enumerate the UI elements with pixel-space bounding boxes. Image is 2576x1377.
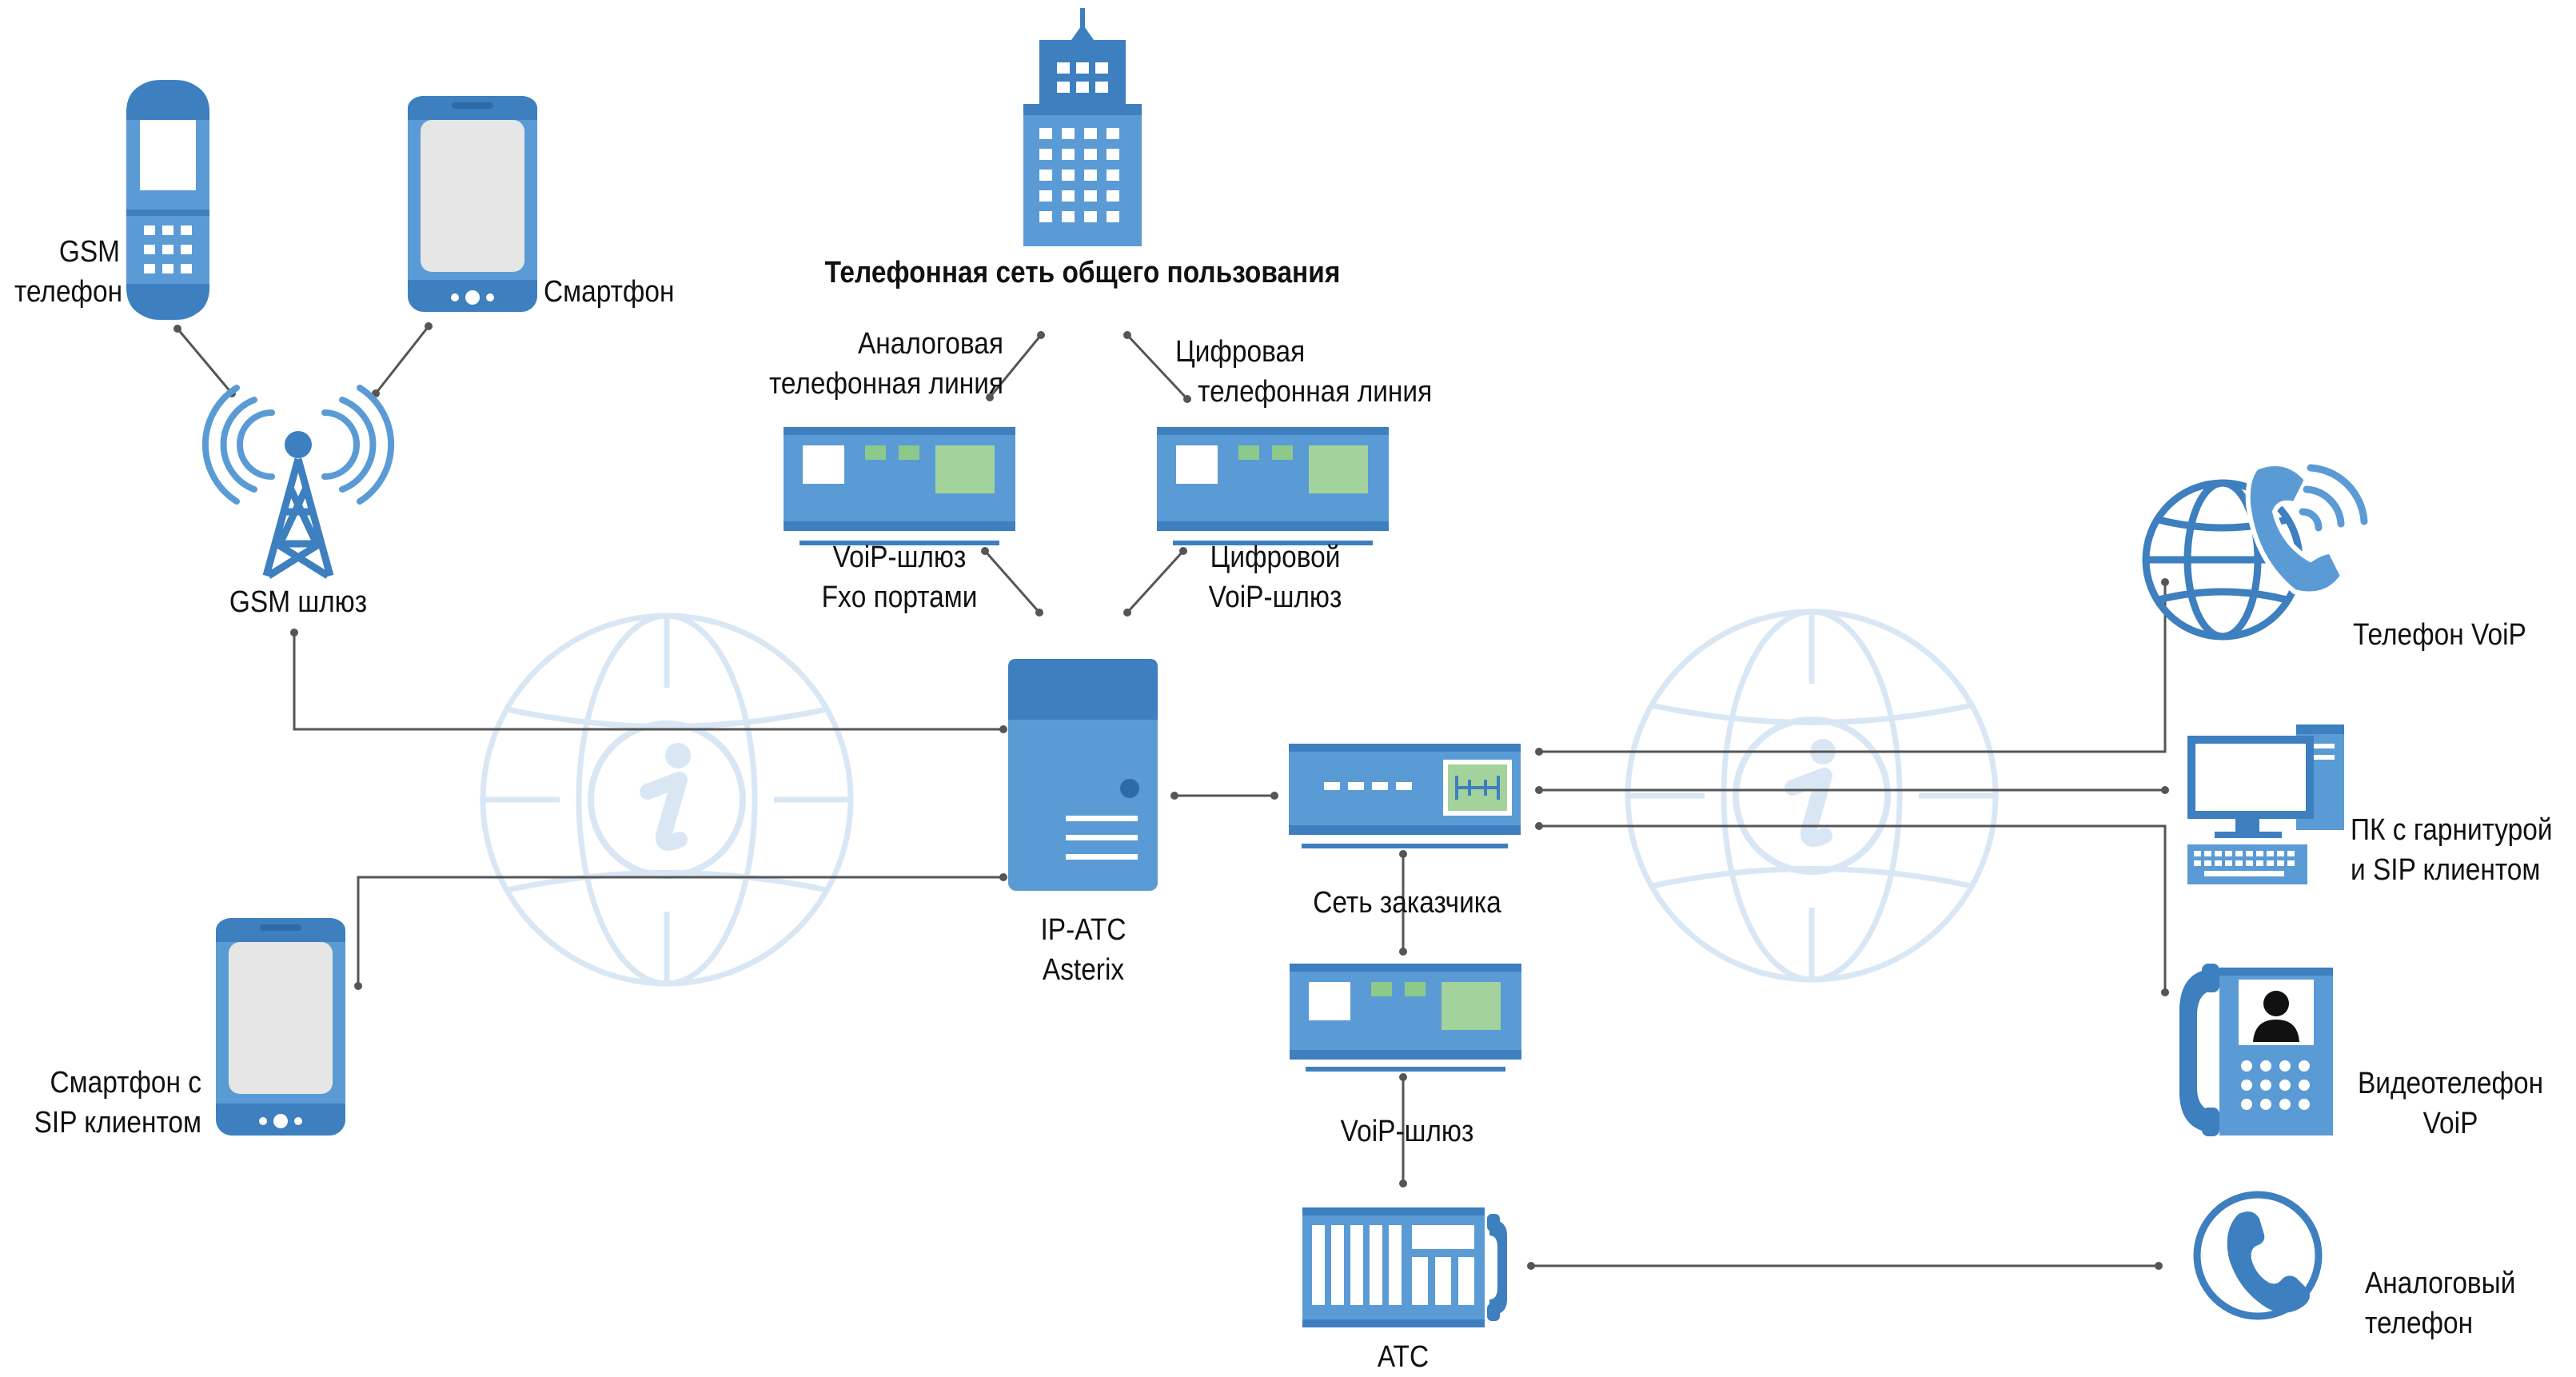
ip-pbx-label-line1: IP-АТС xyxy=(1040,913,1127,947)
analog-line-label-line1: Аналоговая xyxy=(857,327,1003,361)
digital-gateway-label: Цифровой VoiP-шлюз xyxy=(1152,537,1398,617)
digital-line-label-line1: Цифровая xyxy=(1175,335,1306,369)
gsm-phone-label: GSM телефон xyxy=(14,232,123,312)
digital-gateway-label-line1: Цифровой xyxy=(1210,541,1341,574)
smartphone-label: Смартфон xyxy=(544,275,675,309)
fxo-gateway-label-line1: VoiP-шлюз xyxy=(832,541,967,574)
video-phone-label-line2: VoiP xyxy=(2422,1107,2478,1140)
pc-headset-label-line1: ПК с гарнитурой xyxy=(2351,813,2553,847)
video-phone-label: Видеотелефон VoiP xyxy=(2345,1064,2556,1144)
pstn-label: Телефонная сеть общего пользования xyxy=(824,256,1341,289)
digital-line-label-line2: телефонная линия xyxy=(1198,375,1433,409)
internet-globe-icon-right xyxy=(1625,609,1999,983)
video-phone-icon xyxy=(2179,964,2333,1136)
digital-gateway-label-line2: VoiP-шлюз xyxy=(1208,581,1342,614)
feature-phone-icon xyxy=(126,80,209,320)
radio-tower-icon xyxy=(201,385,395,579)
internet-globe-icon-left xyxy=(480,613,854,987)
sip-smartphone-label-line1: Смартфон с xyxy=(50,1066,201,1100)
voip-phone-label: Телефон VoiP xyxy=(2353,618,2526,652)
network-switch-icon xyxy=(1289,744,1521,848)
pbx-cabinet-icon xyxy=(1302,1207,1507,1327)
analog-line-label: Аналоговая телефонная линия xyxy=(613,324,1003,404)
gsm-phone-label-line2: телефон xyxy=(14,275,123,309)
connection-lines xyxy=(176,325,2167,1267)
ip-pbx-label: IP-АТС Asterix xyxy=(978,910,1189,990)
digital-line-label: Цифровая телефонная линия xyxy=(1175,332,1432,412)
smartphone-icon-sip xyxy=(216,918,345,1136)
skyscraper-icon xyxy=(1023,8,1142,246)
ip-pbx-label-line2: Asterix xyxy=(1042,953,1125,987)
gsm-gateway-label: GSM шлюз xyxy=(229,585,368,619)
network-appliance-icon-voip xyxy=(1290,964,1521,1072)
server-tower-icon xyxy=(1008,659,1158,891)
pc-headset-label-line2: и SIP клиентом xyxy=(2351,853,2541,887)
sip-smartphone-label: Смартфон с SIP клиентом xyxy=(24,1063,201,1143)
customer-network-label: Сеть заказчика xyxy=(1313,886,1501,920)
fxo-gateway-label: VoiP-шлюз Fxo портами xyxy=(776,537,1023,617)
gsm-phone-label-line1: GSM xyxy=(58,235,120,269)
analog-phone-label-line1: Аналоговый xyxy=(2365,1267,2516,1300)
smartphone-icon xyxy=(408,96,537,312)
handset-circle-icon xyxy=(2193,1191,2323,1320)
globe-phone-icon xyxy=(2142,461,2368,641)
sip-smartphone-label-line2: SIP клиентом xyxy=(34,1106,201,1140)
network-appliance-icon-digital xyxy=(1157,427,1389,545)
video-phone-label-line1: Видеотелефон xyxy=(2357,1067,2544,1100)
analog-phone-label-line2: телефон xyxy=(2365,1307,2474,1340)
desktop-computer-icon xyxy=(2187,724,2344,884)
pbx-label: АТС xyxy=(1377,1340,1430,1374)
analog-phone-label: Аналоговый телефон xyxy=(2365,1263,2515,1343)
voip-gateway-label: VoiP-шлюз xyxy=(1340,1115,1474,1148)
pc-headset-label: ПК с гарнитурой и SIP клиентом xyxy=(2351,810,2553,890)
analog-line-label-line2: телефонная линия xyxy=(768,367,1003,401)
network-appliance-icon-fxo xyxy=(784,427,1015,545)
fxo-gateway-label-line2: Fxo портами xyxy=(821,581,978,614)
